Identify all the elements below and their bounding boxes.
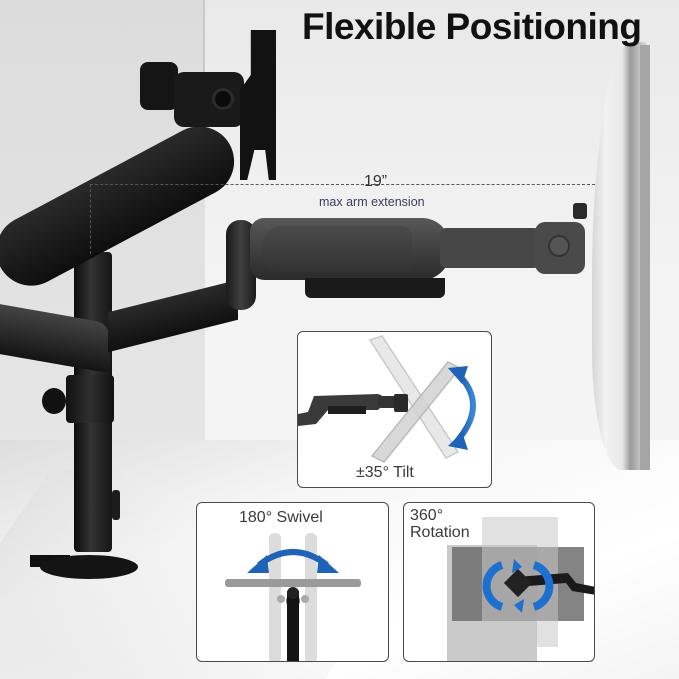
feature-panel-rotation: 360° Rotation	[403, 502, 595, 662]
swivel-label: 180° Swivel	[239, 509, 323, 526]
left-arm-joint	[140, 62, 178, 110]
extension-value: 19”	[364, 173, 388, 190]
tilt-illustration	[298, 335, 462, 463]
arm-underside	[305, 278, 445, 298]
feature-panel-swivel: 180° Swivel	[196, 502, 389, 662]
swivel-illustration	[225, 533, 361, 661]
pole-base	[40, 555, 138, 579]
right-tilt-knob	[548, 235, 570, 257]
feature-panel-tilt: ±35° Tilt	[297, 331, 492, 488]
extension-guide-vertical	[90, 184, 91, 254]
rotation-word: Rotation	[410, 524, 470, 541]
left-tilt-knob	[212, 88, 234, 110]
curved-double-arrow-icon	[247, 549, 339, 573]
vesa-plate	[240, 30, 276, 180]
cable-clip	[112, 490, 120, 520]
arm-cover	[262, 226, 412, 272]
monitor-side-view	[592, 42, 647, 470]
tension-screw	[573, 203, 587, 219]
pole-collar	[66, 375, 114, 423]
right-arm-extension	[440, 228, 540, 268]
curved-double-arrow-icon	[448, 366, 476, 450]
collar-knob	[42, 388, 66, 414]
extension-guide-line	[90, 184, 595, 185]
extension-label: max arm extension	[319, 195, 425, 209]
rotation-label: 360° Rotation	[410, 507, 470, 541]
rotation-arrows-icon	[482, 559, 554, 613]
monitor-bezel	[640, 45, 650, 470]
tilt-label: ±35° Tilt	[356, 464, 414, 481]
page-title: Flexible Positioning	[302, 6, 642, 47]
rotation-degrees: 360°	[410, 507, 444, 524]
